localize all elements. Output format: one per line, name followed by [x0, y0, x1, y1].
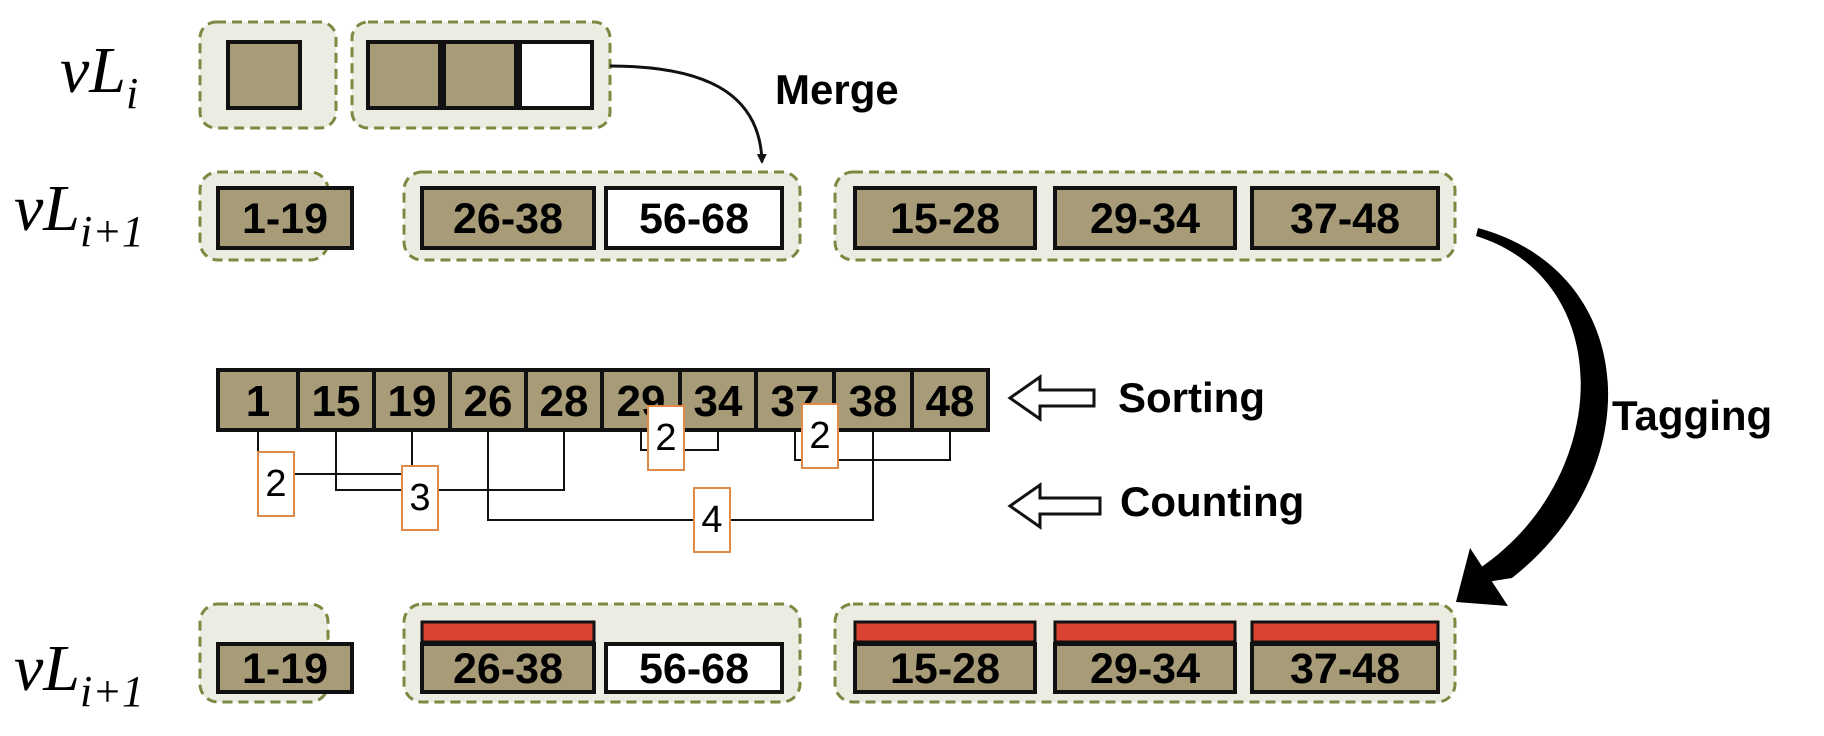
count-value: 3 [409, 477, 430, 519]
range-label: 1-19 [242, 645, 328, 693]
count-value: 2 [655, 417, 676, 459]
tag-bar [1053, 620, 1237, 644]
level-i-row [198, 20, 612, 130]
sorted-endpoint-value: 34 [694, 377, 743, 426]
range-cell [420, 642, 596, 694]
tagging-arrow [1474, 228, 1609, 584]
sorted-endpoint-value: 26 [464, 377, 513, 426]
filled-node-cell [366, 40, 442, 110]
filled-node-cell [442, 40, 518, 110]
tag-bar [1250, 620, 1440, 644]
range-cell [1250, 186, 1440, 250]
count-box [693, 487, 731, 553]
count-box [647, 405, 685, 471]
sorted-endpoint-cell [524, 368, 604, 432]
sorted-endpoint-value: 19 [388, 377, 437, 426]
merge-label: Merge [775, 66, 899, 113]
range-label: 15-28 [890, 645, 1000, 693]
range-cell [604, 186, 784, 250]
sorting-label: Sorting [1118, 374, 1265, 421]
sorted-endpoint-value: 28 [540, 377, 589, 426]
tagged-level-i-plus-1-row: 1-19 26-38 56-68 15-28 29-34 37-48 [198, 602, 1457, 704]
range-cell [1250, 642, 1440, 694]
sorting-hollow-arrow [1007, 374, 1096, 422]
counting-label: Counting [1120, 478, 1304, 525]
range-label: 56-68 [639, 195, 749, 243]
range-cell [604, 642, 784, 694]
count-bracket [487, 430, 874, 521]
range-cell [853, 642, 1037, 694]
filled-node-cell [226, 40, 302, 110]
range-cell [216, 186, 354, 250]
merge-arrow [609, 64, 767, 164]
range-label: 56-68 [639, 645, 749, 693]
range-label: 29-34 [1090, 645, 1200, 693]
counting-hollow-arrow [1007, 482, 1102, 530]
range-cell [216, 642, 354, 694]
row-label-level-i: vLi [60, 34, 138, 118]
range-label: 26-38 [453, 645, 563, 693]
range-cell [420, 186, 596, 250]
sorted-endpoint-value: 38 [849, 377, 898, 426]
range-label: 37-48 [1290, 645, 1400, 693]
sorted-endpoint-cell [910, 368, 990, 432]
tagging-label: Tagging [1612, 392, 1772, 439]
count-box [801, 403, 839, 469]
range-cell [853, 186, 1037, 250]
range-cell [1053, 642, 1237, 694]
row-label-level-i-plus-1: vLi+1 [14, 172, 144, 256]
range-cell [1053, 186, 1237, 250]
tag-bar [420, 620, 596, 644]
tag-bar [853, 620, 1037, 644]
count-value: 2 [809, 415, 830, 457]
level-i-plus-1-row: 1-19 26-38 56-68 15-28 29-34 37-48 [198, 170, 1457, 262]
sorted-endpoint-cell [296, 368, 376, 432]
range-label: 29-34 [1090, 195, 1200, 243]
sorted-endpoint-value: 1 [246, 377, 270, 426]
tagging-arrowhead [1456, 548, 1508, 606]
range-label: 1-19 [242, 195, 328, 243]
count-box [401, 465, 439, 531]
count-bracket [335, 430, 565, 491]
count-box [257, 451, 295, 517]
empty-node-cell [518, 40, 594, 110]
count-value: 4 [701, 499, 722, 541]
range-label: 26-38 [453, 195, 563, 243]
range-label: 37-48 [1290, 195, 1400, 243]
sorted-endpoint-value: 15 [312, 377, 361, 426]
sorted-endpoint-value: 48 [926, 377, 975, 426]
range-label: 15-28 [890, 195, 1000, 243]
row-label-level-i-plus-1-tagged: vLi+1 [14, 632, 144, 716]
count-value: 2 [265, 463, 286, 505]
